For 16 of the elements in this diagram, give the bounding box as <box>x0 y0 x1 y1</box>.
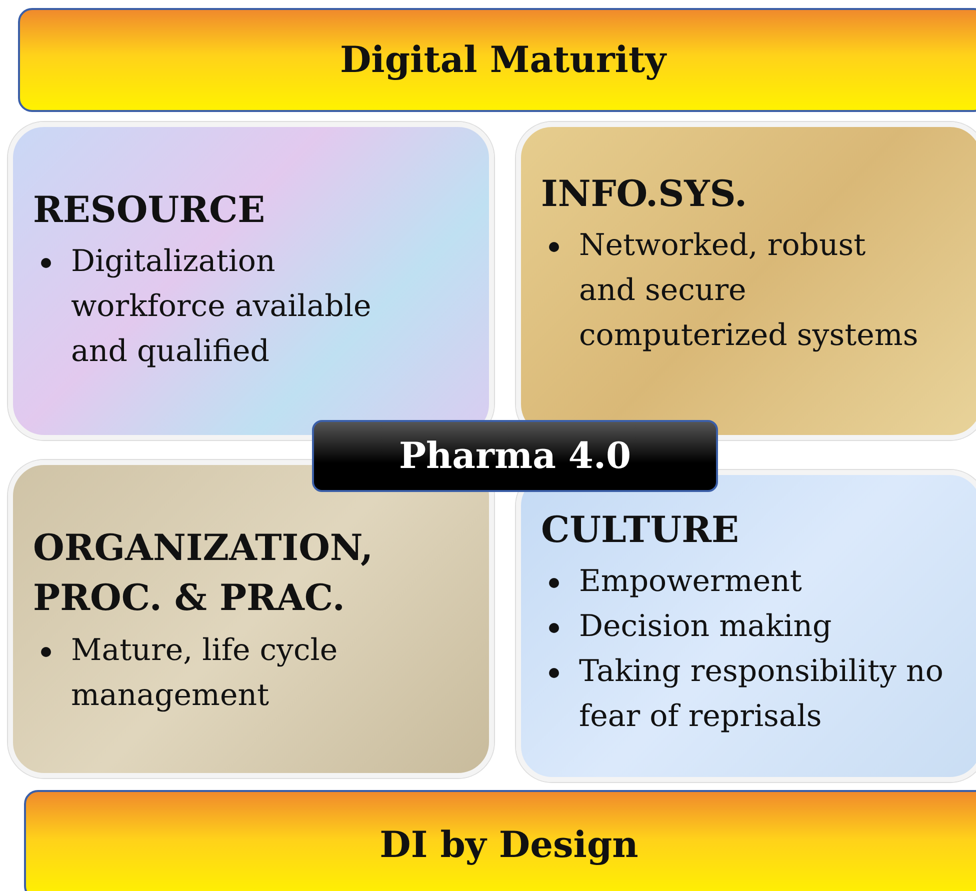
bullet-text: Taking responsibility no fear of reprisals <box>579 653 944 736</box>
bullet-text: Digitalization workforce available and qualified <box>71 243 372 372</box>
card-heading: CULTURE <box>541 508 740 553</box>
bullet-text: Networked, robust and secure computerized systems <box>579 227 920 356</box>
card-heading: INFO.SYS. <box>541 172 748 217</box>
card-heading: ORGANIZATION, PROC. & PRAC. <box>33 526 374 622</box>
bullet-text: Decision making <box>579 608 833 646</box>
category-card <box>8 122 494 440</box>
card-heading: RESOURCE <box>33 188 266 233</box>
title-banner: Digital Maturity <box>18 8 976 112</box>
center-label: Pharma 4.0 <box>312 420 718 492</box>
bullet-text: Mature, life cycle management <box>71 632 339 715</box>
category-card <box>516 470 976 782</box>
footer-banner: DI by Design <box>24 790 976 891</box>
bullet-text: Empowerment <box>579 563 803 602</box>
category-card <box>516 122 976 440</box>
